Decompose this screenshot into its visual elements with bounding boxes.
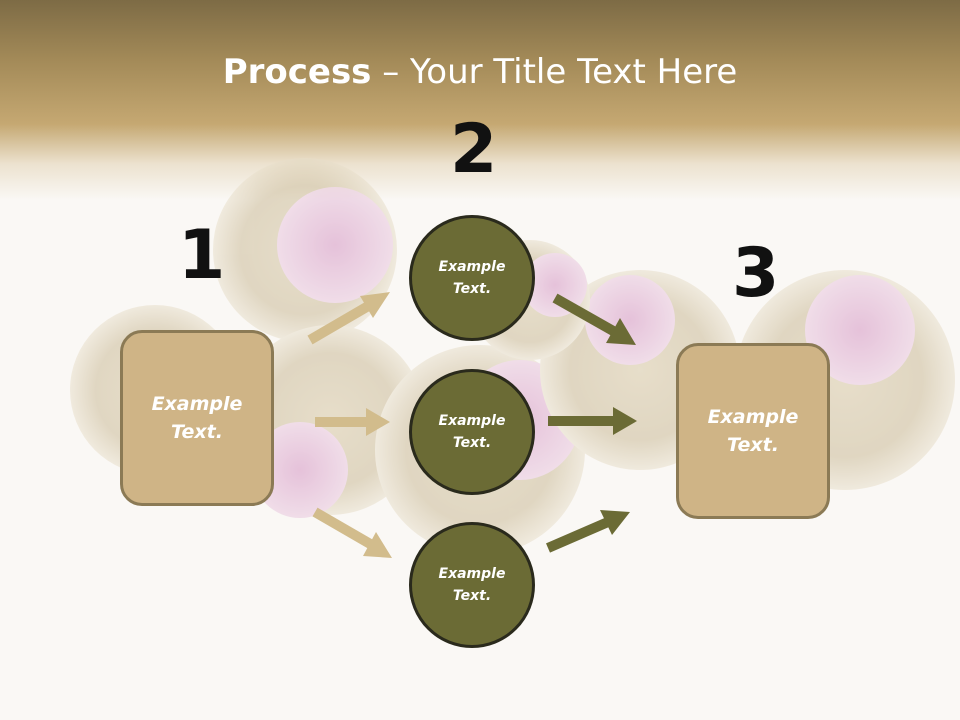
arrow-head-2c-to-3 xyxy=(600,510,630,535)
step-1-box[interactable]: Example Text. xyxy=(120,330,274,506)
step-3-number: 3 xyxy=(732,234,780,313)
slide-title: Process – Your Title Text Here xyxy=(0,52,960,92)
title-banner xyxy=(0,0,960,200)
step-2-circle-middle-text: Example Text. xyxy=(438,412,506,451)
step-2-circle-middle[interactable]: Example Text. xyxy=(409,369,535,495)
arrow-head-2b-to-3 xyxy=(613,407,637,435)
arrow-head-2a-to-3 xyxy=(606,318,636,345)
title-rest: – Your Title Text Here xyxy=(371,52,738,92)
arrow-1-to-2a xyxy=(307,300,373,345)
step-2-circle-bottom-text: Example Text. xyxy=(438,565,506,604)
step-2-circle-top[interactable]: Example Text. xyxy=(409,215,535,341)
arrow-2c-to-3 xyxy=(546,517,610,553)
step-2-number: 2 xyxy=(450,110,498,189)
arrow-head-1-to-2b xyxy=(366,408,390,436)
step-1-text: Example Text. xyxy=(151,392,243,444)
step-2-circle-top-text: Example Text. xyxy=(438,258,506,297)
arrow-head-1-to-2a xyxy=(360,292,390,318)
arrow-1-to-2c xyxy=(312,507,375,550)
step-3-box[interactable]: Example Text. xyxy=(676,343,830,519)
step-2-circle-bottom[interactable]: Example Text. xyxy=(409,522,535,648)
title-bold: Process xyxy=(222,52,372,92)
step-1-number: 1 xyxy=(178,216,226,295)
arrow-head-1-to-2c xyxy=(363,532,392,558)
step-3-text: Example Text. xyxy=(707,405,799,457)
arrow-2a-to-3 xyxy=(552,293,618,337)
